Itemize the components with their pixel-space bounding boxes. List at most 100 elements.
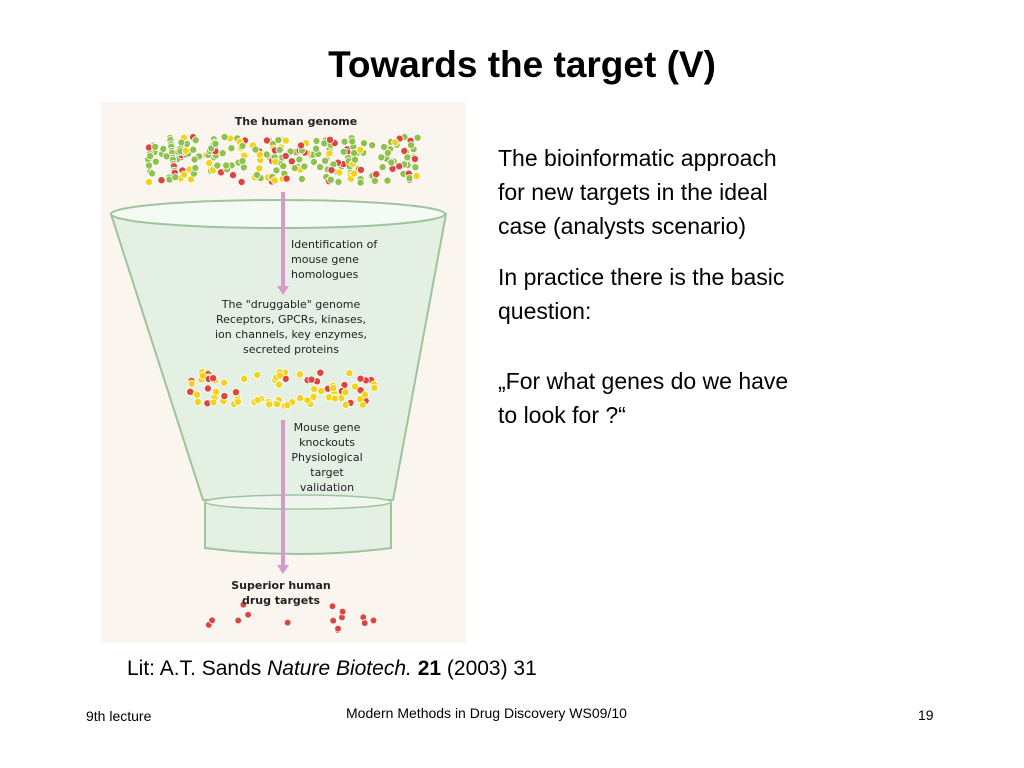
drug-target-dot bbox=[360, 619, 369, 627]
genome-gene-dot bbox=[407, 141, 416, 150]
genome-gene-dot bbox=[255, 150, 264, 159]
druggable-gene-dot bbox=[253, 396, 262, 405]
bullet-approach: The bioinformatic approach for new targe… bbox=[498, 145, 777, 239]
druggable-gene-dot bbox=[309, 384, 318, 393]
genome-gene-dot bbox=[378, 163, 387, 172]
genome-gene-dot bbox=[296, 141, 305, 150]
genome-gene-dot bbox=[312, 144, 321, 153]
genome-gene-dot bbox=[368, 141, 377, 150]
druggable-gene-dot bbox=[265, 400, 274, 409]
genome-gene-dot bbox=[282, 174, 291, 183]
genome-gene-dot bbox=[356, 165, 365, 174]
genome-gene-dot bbox=[270, 176, 279, 185]
druggable-gene-dot bbox=[233, 397, 242, 406]
genome-gene-dot bbox=[372, 170, 381, 179]
genome-gene-dot bbox=[281, 152, 290, 161]
step2-label: Mouse gene knockouts Physiological targe… bbox=[291, 421, 363, 494]
genome-gene-dot bbox=[281, 136, 290, 145]
genome-gene-dot bbox=[377, 153, 386, 162]
genome-gene-dot bbox=[403, 153, 412, 162]
genome-gene-dot bbox=[286, 147, 295, 156]
druggable-gene-dot bbox=[356, 374, 365, 383]
arrow-step2-head bbox=[277, 565, 289, 574]
genome-gene-dot bbox=[189, 145, 198, 154]
spout-rim bbox=[204, 494, 392, 510]
genome-gene-dot bbox=[177, 138, 186, 147]
druggable-gene-dot bbox=[341, 400, 350, 409]
druggable-gene-dot bbox=[211, 387, 220, 396]
druggable-gene-dot bbox=[356, 395, 365, 404]
journal-volume: 21 bbox=[417, 657, 442, 680]
druggable-gene-dot bbox=[186, 387, 195, 396]
druggable-gene-dot bbox=[198, 371, 207, 380]
genome-gene-dot bbox=[162, 152, 171, 161]
genome-gene-dot bbox=[191, 136, 200, 145]
genome-gene-dot bbox=[326, 175, 335, 184]
drug-target-dot bbox=[329, 616, 338, 625]
druggable-gene-dot bbox=[345, 369, 354, 378]
genome-gene-dot bbox=[348, 137, 357, 146]
genome-gene-dot bbox=[262, 136, 271, 145]
step1-label: Identification of mouse gene homologues bbox=[291, 238, 378, 281]
drug-targets-label: Superior human drug targets bbox=[231, 579, 331, 607]
druggable-gene-dot bbox=[187, 379, 196, 388]
genome-gene-dot bbox=[370, 176, 379, 185]
genome-gene-dot bbox=[279, 162, 288, 171]
druggable-gene-dot bbox=[275, 380, 284, 389]
genome-gene-dot bbox=[205, 159, 214, 168]
literature-reference: Lit: A.T. Sands Nature Biotech. 21 (2003… bbox=[127, 657, 537, 680]
human-genome-label: The human genome bbox=[234, 115, 358, 128]
druggable-gene-dot bbox=[350, 382, 359, 391]
funnel-figure: The human genome Identification of mouse… bbox=[101, 102, 466, 643]
druggable-gene-dot bbox=[220, 392, 229, 401]
funnel-rim bbox=[110, 199, 446, 229]
genome-gene-dot bbox=[312, 137, 321, 146]
genome-gene-dot bbox=[327, 166, 336, 175]
genome-gene-dot bbox=[237, 178, 246, 187]
druggable-gene-dot bbox=[316, 368, 325, 377]
druggable-gene-dot bbox=[231, 388, 240, 397]
genome-gene-dot bbox=[356, 145, 365, 154]
genome-gene-dot bbox=[191, 164, 200, 173]
drug-target-dot bbox=[239, 600, 248, 609]
slide-title: Towards the target (V) bbox=[328, 44, 716, 85]
genome-gene-dot bbox=[145, 178, 154, 187]
bullet-question: „For what genes do we have to look for ?… bbox=[498, 368, 789, 428]
genome-gene-dot bbox=[275, 145, 284, 154]
druggable-gene-dot bbox=[193, 397, 202, 406]
genome-gene-dot bbox=[151, 157, 160, 166]
drug-target-dot bbox=[208, 616, 216, 624]
drug-target-dot bbox=[369, 616, 378, 625]
drug-target-dot bbox=[244, 610, 252, 619]
genome-gene-dot bbox=[350, 169, 359, 178]
genome-gene-dot bbox=[251, 145, 260, 154]
genome-gene-dot bbox=[145, 161, 154, 170]
genome-gene-dot bbox=[410, 155, 419, 164]
genome-gene-dot bbox=[405, 174, 414, 183]
druggable-gene-dot bbox=[361, 390, 370, 399]
genome-gene-dot bbox=[335, 168, 344, 177]
genome-gene-dot bbox=[391, 138, 400, 147]
genome-gene-dot bbox=[287, 157, 296, 166]
genome-gene-dot bbox=[334, 178, 343, 187]
funnel-cone bbox=[109, 213, 448, 501]
genome-gene-dot bbox=[400, 147, 409, 156]
bullet-practice: In practice there is the basic question: bbox=[498, 264, 785, 324]
genome-gene-dot bbox=[315, 163, 324, 172]
genome-gene-dot bbox=[211, 139, 220, 148]
genome-gene-dot bbox=[220, 132, 229, 141]
druggable-gene-dot bbox=[307, 375, 316, 384]
genome-gene-dot bbox=[356, 178, 365, 187]
druggable-gene-dot bbox=[317, 386, 326, 395]
funnel-spout bbox=[204, 502, 392, 555]
genome-gene-dot bbox=[151, 142, 160, 151]
genome-gene-dot bbox=[171, 173, 180, 182]
druggable-gene-dot bbox=[272, 400, 281, 409]
genome-gene-dot bbox=[146, 152, 155, 161]
genome-gene-dot bbox=[321, 156, 330, 165]
genome-gene-dot bbox=[295, 155, 304, 164]
genome-gene-dot bbox=[222, 161, 231, 170]
genome-gene-dot bbox=[272, 166, 281, 175]
druggable-gene-dot bbox=[309, 392, 318, 401]
genome-gene-dot bbox=[252, 170, 261, 179]
